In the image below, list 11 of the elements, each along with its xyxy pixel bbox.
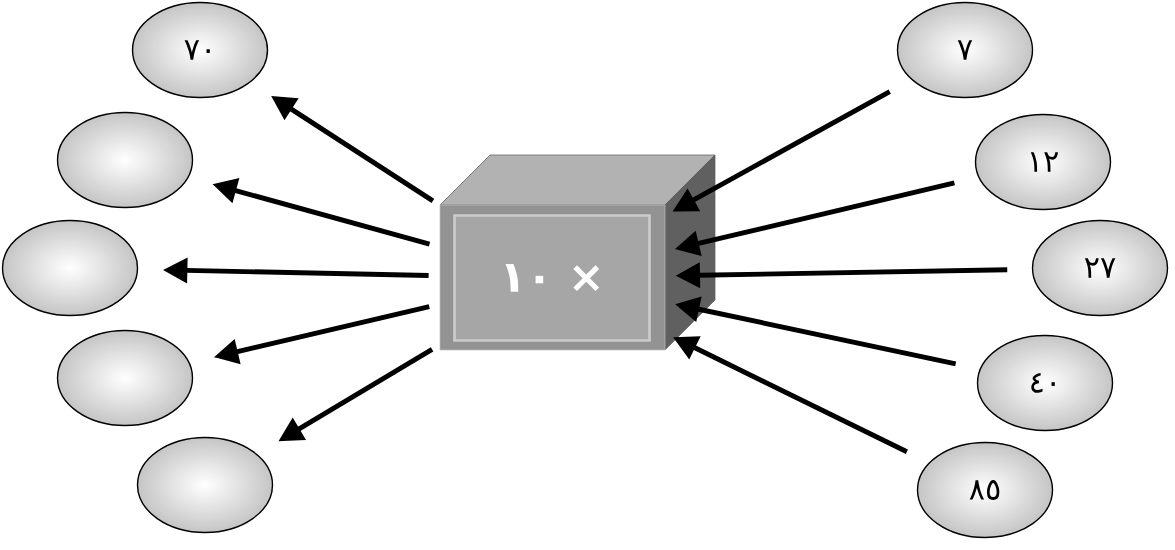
oval: ٨٥ (916, 441, 1054, 539)
oval: ٧ (896, 1, 1034, 99)
oval (136, 436, 274, 534)
oval: ١٢ (974, 113, 1112, 211)
box-drawing: ١٠ × (439, 154, 716, 351)
oval (56, 329, 194, 427)
oval: ٤٠ (976, 334, 1114, 432)
oval (1, 219, 139, 317)
oval (56, 111, 194, 209)
oval: ٢٧ (1031, 219, 1169, 317)
oval: ٧٠ (131, 1, 269, 99)
